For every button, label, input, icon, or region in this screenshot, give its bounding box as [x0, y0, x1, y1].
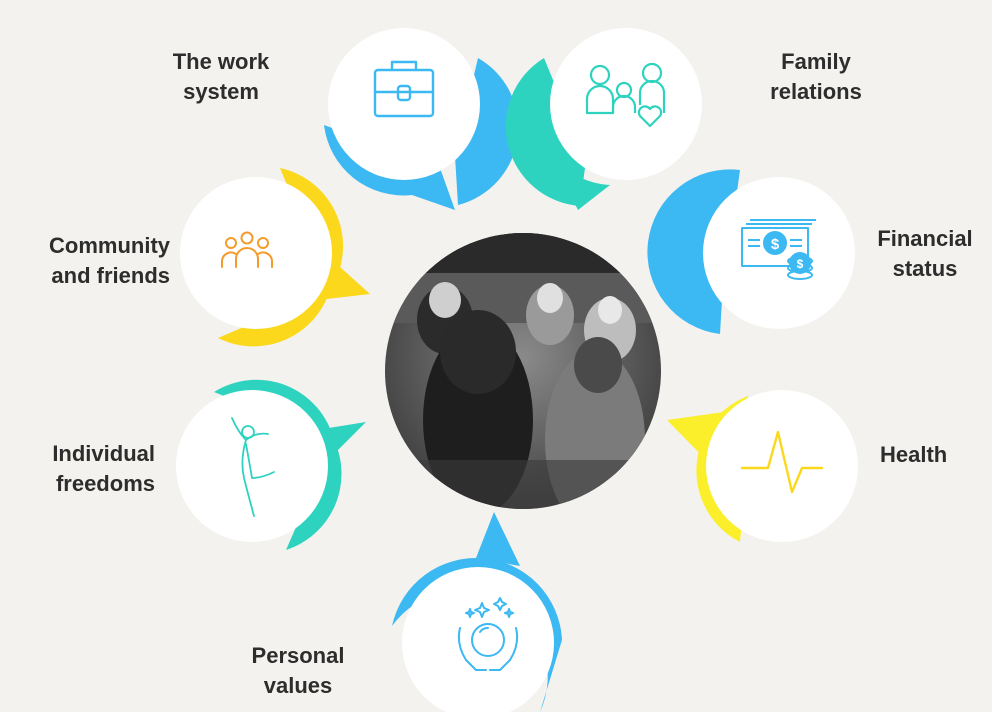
node-family-pointer [548, 150, 610, 210]
label-individual-freedoms: Individual freedoms [0, 439, 155, 499]
label-health-line1: Health [880, 442, 948, 467]
label-financial-status: Financial status [858, 224, 992, 284]
label-work-system: The work system [121, 47, 321, 107]
node-financial-status: $ $ [647, 169, 855, 334]
heartbeat-icon [740, 430, 824, 494]
node-health [667, 390, 858, 542]
label-work-system-line1: The work [172, 49, 270, 74]
family-heart-icon [585, 62, 666, 128]
center-photo [385, 233, 661, 509]
label-personal-values-line2: values [263, 673, 333, 698]
label-personal-values-line1: Personal [251, 643, 345, 668]
node-community-friends [180, 168, 370, 347]
label-financial-status-line1: Financial [877, 226, 973, 251]
label-community-friends: Community and friends [0, 231, 170, 291]
node-personal-pointer [476, 512, 520, 566]
label-health: Health [880, 440, 980, 470]
people-group-icon [221, 231, 273, 268]
money-coins-icon: $ $ [741, 219, 816, 280]
node-individual-pointer [316, 422, 366, 468]
node-work-system [324, 28, 519, 210]
label-community-friends-line1: Community [49, 233, 170, 258]
label-work-system-line2: system [183, 79, 259, 104]
svg-text:$: $ [797, 257, 804, 271]
label-community-friends-line2: and friends [51, 263, 170, 288]
label-personal-values: Personal values [198, 641, 398, 701]
free-person-icon [231, 417, 275, 517]
label-individual-freedoms-line2: freedoms [55, 471, 155, 496]
node-family-relations [505, 28, 702, 210]
crystal-ball-hands-icon [457, 597, 519, 671]
label-family-relations-line1: Family [781, 49, 851, 74]
svg-text:$: $ [771, 236, 780, 253]
label-family-relations: Family relations [716, 47, 916, 107]
label-family-relations-line2: relations [770, 79, 862, 104]
label-financial-status-line2: status [892, 256, 958, 281]
briefcase-icon [373, 60, 435, 118]
node-individual-freedoms [176, 379, 366, 550]
label-individual-freedoms-line1: Individual [52, 441, 155, 466]
node-personal-values [392, 512, 562, 712]
